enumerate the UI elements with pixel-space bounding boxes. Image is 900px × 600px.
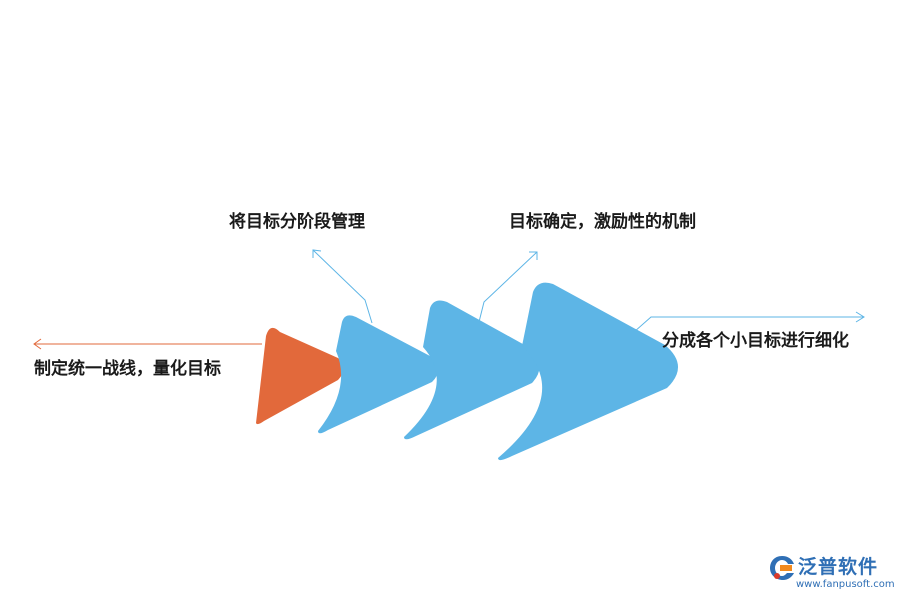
top-connector-1 — [312, 249, 373, 324]
label-top-1: 将目标分阶段管理 — [229, 212, 365, 232]
left-connector — [33, 338, 262, 350]
label-right: 分成各个小目标进行细化 — [662, 331, 849, 351]
logo-name: 泛普软件 — [798, 556, 879, 578]
blue-chevron-1 — [318, 315, 439, 434]
fanpu-logo: 泛普软件 www.fanpusoft.com — [768, 552, 895, 596]
logo-url: www.fanpusoft.com — [796, 579, 895, 590]
label-top-2: 目标确定，激励性的机制 — [509, 212, 696, 232]
blue-chevron-2 — [404, 300, 540, 440]
right-connector — [633, 311, 865, 333]
blue-chevron-3 — [498, 282, 679, 461]
top-connector-2 — [477, 251, 538, 327]
label-left: 制定统一战线，量化目标 — [34, 359, 221, 379]
fanpu-logo-icon — [770, 556, 794, 580]
orange-arrow-shape — [256, 327, 344, 425]
